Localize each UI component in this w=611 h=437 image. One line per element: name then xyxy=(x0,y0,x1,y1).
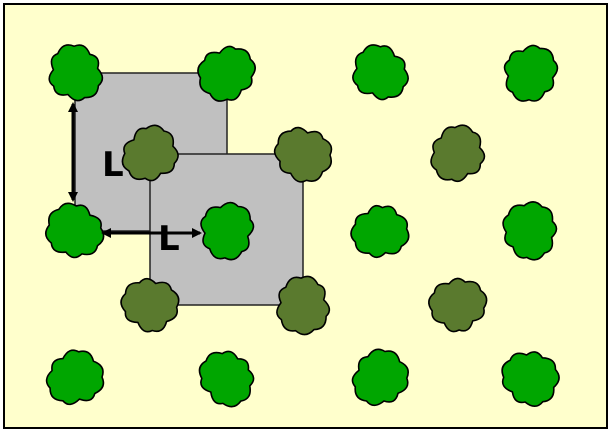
tree-canopy-dark-icon xyxy=(120,277,180,333)
tree-canopy-light-icon xyxy=(45,202,105,259)
tree-canopy-light-icon xyxy=(350,204,410,259)
tree-canopy-light-icon xyxy=(503,44,559,102)
tree-canopy-light-icon xyxy=(351,348,409,407)
tree-canopy-light-icon xyxy=(352,44,409,101)
dimension-annotations: L L xyxy=(68,102,202,259)
tree-canopy-light-icon xyxy=(198,350,255,408)
tree-canopy-dark-icon xyxy=(273,126,333,183)
tree-canopy-light-icon xyxy=(502,201,558,261)
tree-canopy-dark-icon xyxy=(428,277,488,333)
tree-grid xyxy=(45,44,560,408)
tree-canopy-dark-icon xyxy=(276,275,331,336)
tree-canopy-dark-icon xyxy=(121,124,179,182)
tree-canopy-light-icon xyxy=(200,201,255,261)
vertical-dimension-label: L xyxy=(102,145,124,185)
tree-canopy-light-icon xyxy=(48,44,104,102)
tree-canopy-dark-icon xyxy=(430,124,486,183)
tree-canopy-light-icon xyxy=(45,349,105,406)
tree-canopy-light-icon xyxy=(501,351,560,408)
tree-canopy-light-icon xyxy=(197,45,256,102)
horizontal-dimension-label: L xyxy=(158,219,180,259)
